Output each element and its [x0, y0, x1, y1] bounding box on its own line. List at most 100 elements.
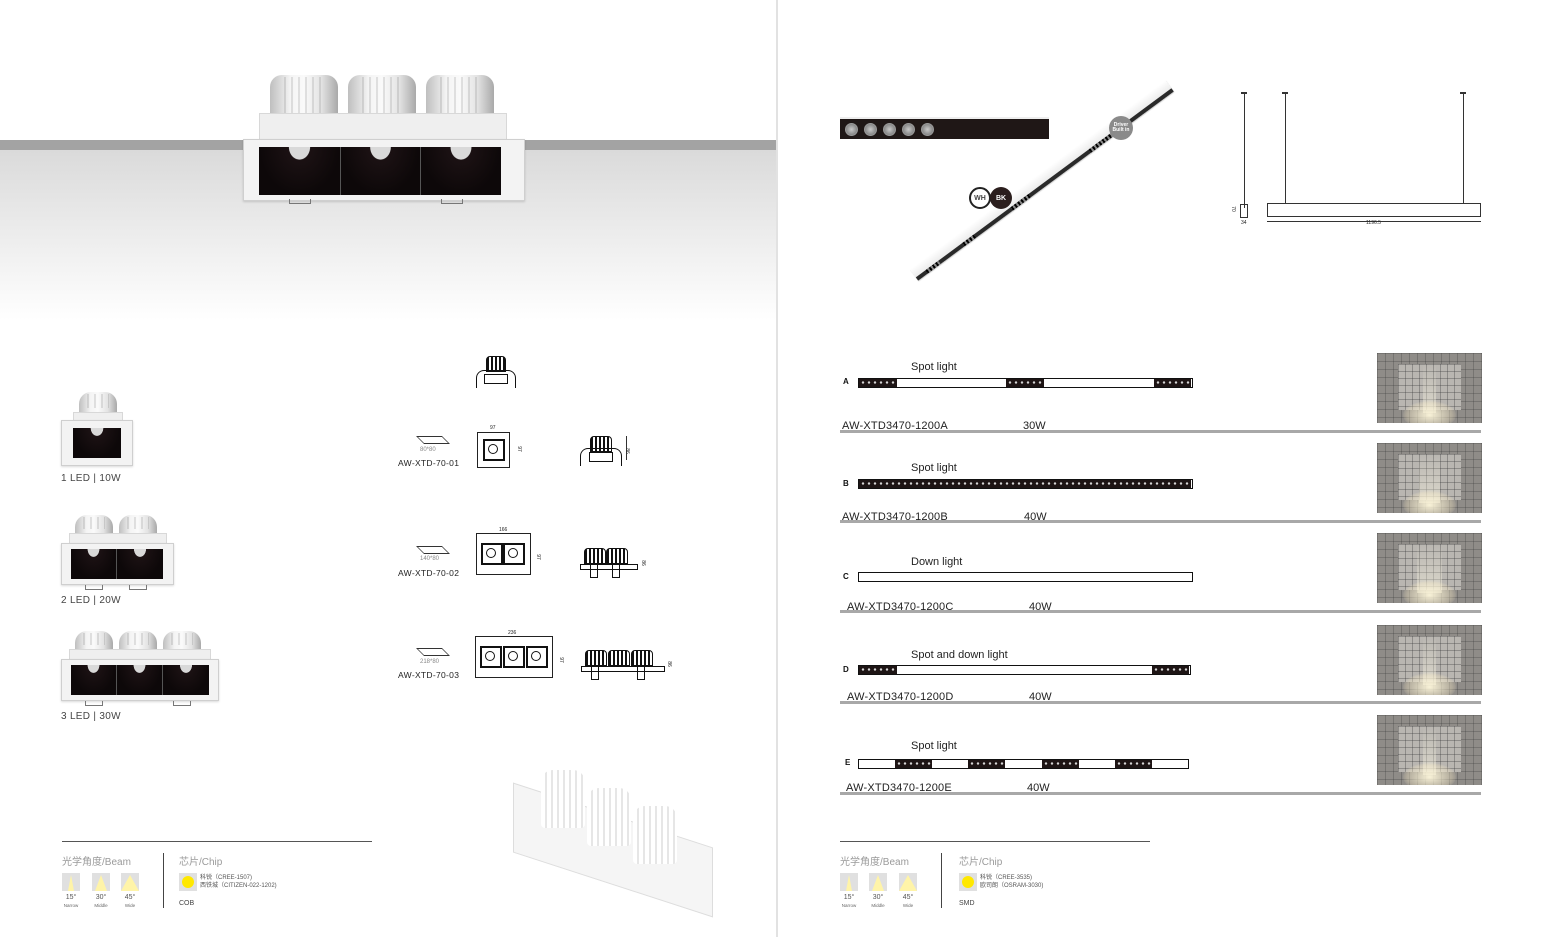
- row-e-type: Spot light: [911, 740, 957, 752]
- row-a-code: AW-XTD3470-1200A: [842, 420, 948, 432]
- row-b-layout-diagram: [858, 479, 1193, 489]
- row-c-type: Down light: [911, 556, 963, 568]
- row-d-watts: 40W: [1029, 691, 1052, 703]
- row-b-letter: B: [843, 479, 849, 488]
- beam-deg-30-right: 30°: [872, 894, 884, 901]
- row-d-code: AW-XTD3470-1200D: [847, 691, 954, 703]
- top-view-drawing-2: [476, 533, 531, 575]
- cutout-icon-2: [416, 546, 450, 554]
- depth-dim-3: 86: [665, 661, 672, 667]
- row-c-layout-diagram: [858, 572, 1193, 582]
- height-dim-2: 97: [534, 554, 541, 560]
- depth-dim-2: 86: [639, 560, 646, 566]
- left-page: 1 LED | 10W 2 LED | 20W 3 LED | 30W 80*8…: [0, 75, 777, 918]
- suspension-dimension-drawing: 70 34 1196.5: [1228, 90, 1488, 230]
- beam-name-wide-right: Wide: [902, 903, 914, 908]
- row-d-letter: D: [843, 665, 849, 674]
- top-view-drawing-1: [477, 432, 510, 468]
- row-b-type: Spot light: [911, 462, 957, 474]
- beam-name-wide: Wide: [124, 903, 136, 908]
- beam-name-middle-right: Middle: [871, 903, 885, 908]
- top-view-drawing-3: [475, 636, 553, 678]
- beam-deg-45: 45°: [124, 894, 136, 901]
- variant-label-3: 3 LED | 30W: [61, 711, 121, 722]
- dim-height: 70: [1229, 206, 1236, 212]
- chip-type: COB: [179, 900, 195, 907]
- row-a-watts: 30W: [1023, 420, 1046, 432]
- row-a-type: Spot light: [911, 361, 957, 373]
- beam-deg-45-right: 45°: [902, 894, 914, 901]
- page-spine: [776, 0, 778, 937]
- row-c-lighting-render: [1377, 533, 1482, 603]
- cutout-size-2: 140*80: [420, 556, 440, 562]
- driver-built-in-badge: Driver Built in: [1109, 116, 1133, 140]
- width-dim-1: 97: [490, 425, 496, 431]
- beam-wide-icon: [121, 873, 139, 891]
- chip-line-2: 西铁城（CITIZEN-022-1202): [200, 883, 277, 889]
- beam-deg-15-right: 15°: [843, 894, 855, 901]
- chip-type-right: SMD: [959, 900, 975, 907]
- beam-deg-30: 30°: [95, 894, 107, 901]
- variant-label-1: 1 LED | 10W: [61, 473, 121, 484]
- cutout-size-1: 80*80: [420, 447, 436, 453]
- chip-line-1: 科锐（CREE-1507): [200, 875, 253, 881]
- cutout-size-3: 218*80: [420, 659, 440, 665]
- beam-name-narrow-right: Narrow: [841, 903, 857, 908]
- row-d-lighting-render: [1377, 625, 1482, 695]
- beam-title-right: 光学角度/Beam: [840, 857, 909, 868]
- model-code-2: AW-XTD-70-02: [398, 568, 460, 578]
- row-e-letter: E: [845, 758, 851, 767]
- model-code-3: AW-XTD-70-03: [398, 670, 460, 680]
- beam-middle-icon: [92, 873, 110, 891]
- variant-label-2: 2 LED | 20W: [61, 595, 121, 606]
- row-e-code: AW-XTD3470-1200E: [846, 782, 952, 794]
- row-a-letter: A: [843, 377, 849, 386]
- row-e-watts: 40W: [1027, 782, 1050, 794]
- color-black-badge: BK: [990, 187, 1012, 209]
- chip-line-1-right: 科锐（CREE-3535): [980, 875, 1033, 881]
- hero-product-image: [243, 75, 525, 210]
- beam-middle-icon-right: [869, 873, 887, 891]
- row-c-letter: C: [843, 572, 849, 581]
- model-code-1: AW-XTD-70-01: [398, 458, 460, 468]
- width-dim-3: 236: [508, 630, 517, 636]
- chip-title-left: 芯片/Chip: [179, 857, 223, 868]
- dim-length: 1196.5: [1366, 220, 1381, 226]
- chip-title-right: 芯片/Chip: [959, 857, 1003, 868]
- cutout-icon-3: [416, 648, 450, 656]
- row-b-lighting-render: [1377, 443, 1482, 513]
- row-a-lighting-render: [1377, 353, 1482, 423]
- height-dim-3: 97: [557, 657, 564, 663]
- beam-wide-icon-right: [899, 873, 917, 891]
- beam-title-left: 光学角度/Beam: [62, 857, 131, 868]
- side-view-drawing-3: [581, 650, 667, 680]
- color-white-badge: WH: [969, 187, 991, 209]
- chip-icon-right: [959, 873, 977, 891]
- side-view-drawing-2: [580, 548, 640, 578]
- row-d-layout-diagram: [858, 665, 1191, 675]
- beam-name-middle: Middle: [94, 903, 108, 908]
- beam-deg-15: 15°: [65, 894, 77, 901]
- spec-divider-right: [840, 841, 1150, 842]
- height-dim-1: 97: [515, 446, 522, 452]
- side-view-drawing-1: [580, 436, 624, 466]
- chip-icon: [179, 873, 197, 891]
- side-view-drawing-top: [476, 356, 516, 388]
- row-a-layout-diagram: [858, 378, 1193, 388]
- spec-divider-left: [62, 841, 372, 842]
- row-e-lighting-render: [1377, 715, 1482, 785]
- beam-narrow-icon-right: [840, 873, 858, 891]
- beam-narrow-icon: [62, 873, 80, 891]
- dim-depth: 34: [1241, 220, 1247, 226]
- variant-2-led-image: [61, 515, 174, 590]
- width-dim-2: 166: [499, 527, 508, 533]
- chip-line-2-right: 欧司朗（OSRAM-3030): [980, 883, 1044, 889]
- led-strip-closeup-image: [840, 117, 1049, 139]
- beam-name-narrow: Narrow: [63, 903, 79, 908]
- perspective-product-image: [513, 770, 713, 918]
- row-e-layout-diagram: [858, 759, 1189, 769]
- row-d-type: Spot and down light: [911, 649, 1008, 661]
- variant-1-led-image: [61, 392, 133, 468]
- cutout-icon-1: [416, 436, 450, 444]
- variant-3-led-image: [61, 631, 219, 707]
